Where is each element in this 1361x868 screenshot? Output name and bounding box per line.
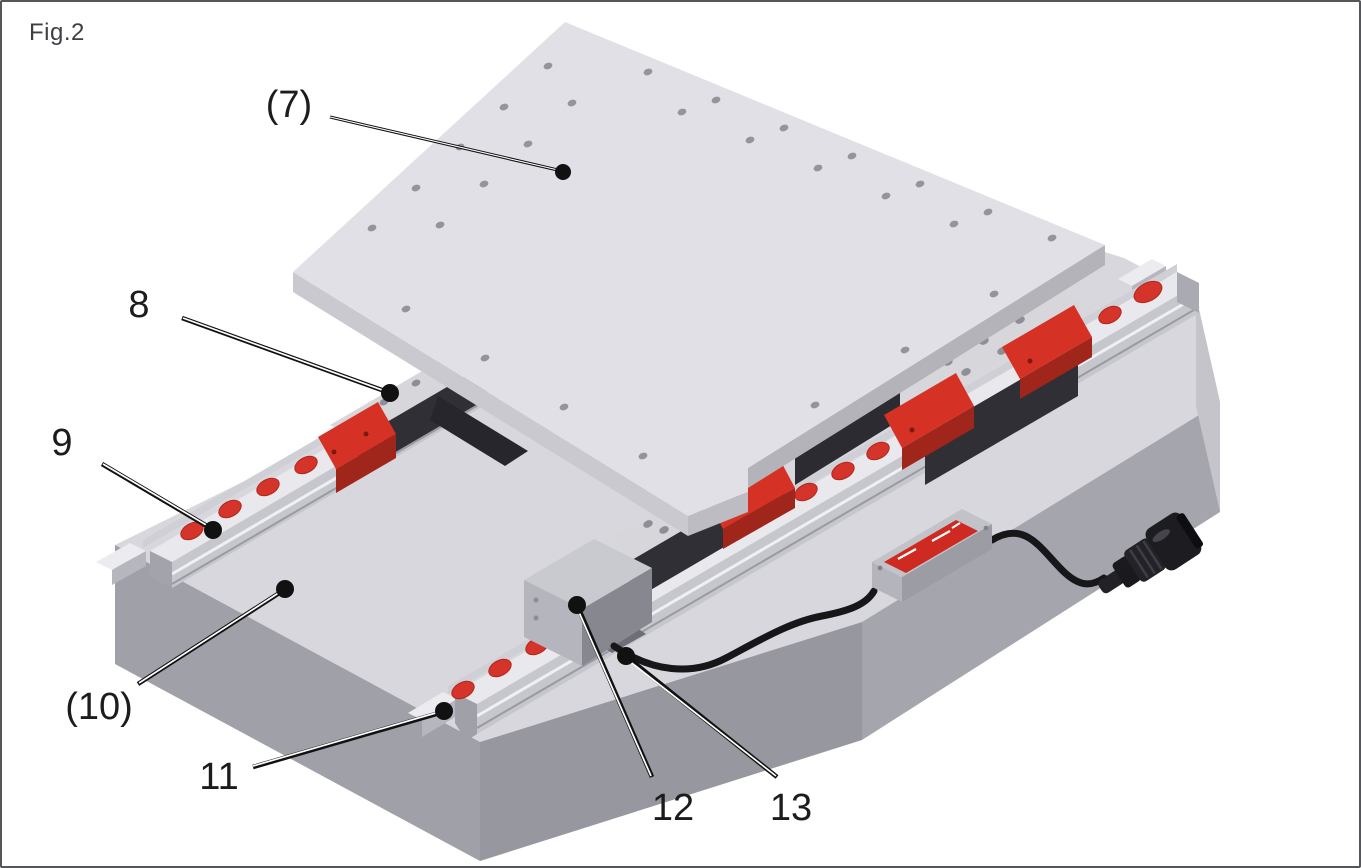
callout-label-9: 9 — [51, 422, 72, 464]
callout-11: 11 — [199, 702, 453, 798]
rail-plug-caps-rear — [180, 455, 318, 541]
callout-dot-7 — [555, 164, 571, 180]
callout-label-8: 8 — [128, 284, 149, 326]
callout-label-7: (7) — [266, 84, 312, 126]
callout-7: (7) — [266, 84, 571, 180]
clamp-red-right-2 — [1002, 305, 1092, 379]
callout-label-11: 11 — [199, 756, 238, 798]
shadow-under-plate — [430, 396, 528, 466]
scanning-head — [524, 539, 652, 609]
junction-box — [872, 509, 992, 602]
callout-dot-13 — [617, 647, 635, 665]
brand-label — [884, 520, 978, 573]
callout-dot-8 — [381, 384, 399, 402]
clamp-red-right-1 — [884, 373, 974, 448]
callout-13: 13 — [617, 647, 812, 829]
callout-9: 9 — [51, 422, 222, 539]
callout-dot-10 — [276, 580, 294, 598]
callout-dot-9 — [204, 521, 222, 539]
callout-12: 12 — [568, 596, 694, 829]
carriage-right — [884, 292, 1092, 485]
connector-plug — [1098, 512, 1204, 594]
figure-label: Fig.2 — [29, 19, 85, 46]
callout-label-13: 13 — [770, 787, 812, 829]
callout-label-10: (10) — [65, 686, 133, 728]
reference-shoulder-rear — [96, 543, 146, 570]
measuring-cable — [610, 529, 1108, 673]
clamp-red-rear — [318, 402, 396, 469]
callout-8: 8 — [128, 284, 399, 402]
callouts: (7) 8 9 (10) — [51, 84, 812, 829]
callout-10: (10) — [65, 580, 294, 728]
mounting-holes — [367, 62, 1057, 460]
rail-plug-caps-front — [451, 280, 1163, 700]
callout-dot-12 — [568, 596, 586, 614]
callout-label-12: 12 — [652, 787, 694, 829]
table-top-plate — [293, 22, 1105, 536]
callout-dot-11 — [435, 702, 453, 720]
reference-shoulder-front — [408, 692, 457, 720]
scanning-unit — [524, 539, 652, 666]
